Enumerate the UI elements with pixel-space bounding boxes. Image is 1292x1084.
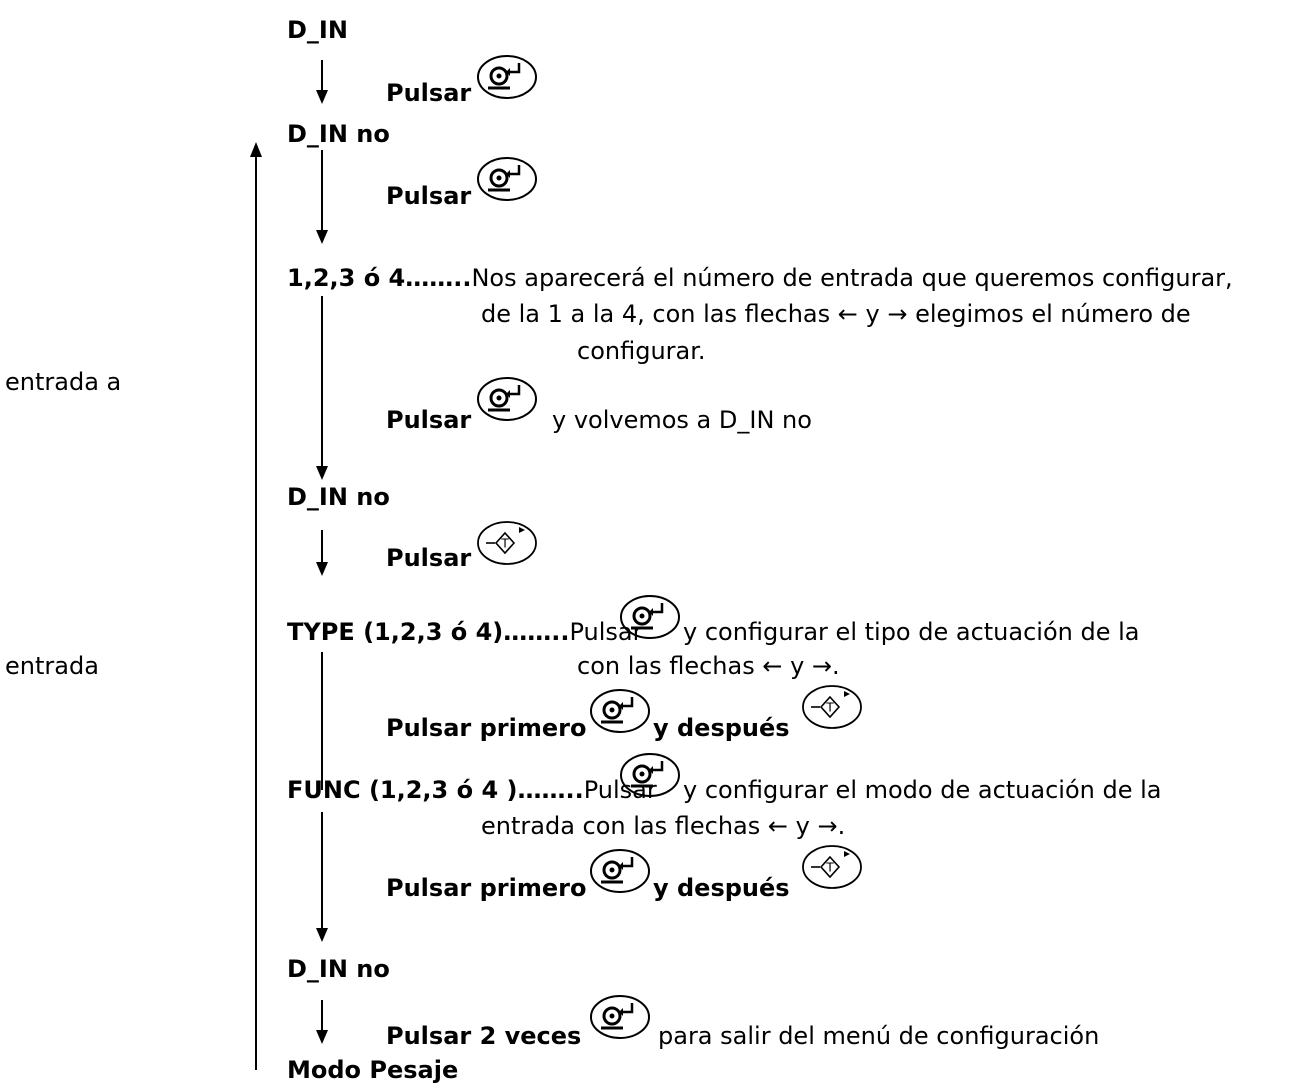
pulsar-label: Pulsar [386,406,472,434]
enter-key-icon [475,154,539,204]
step-numbers-row: 1,2,3 ó 4……..Nos aparecerá el número de … [287,266,1233,290]
enter-key-icon [475,52,539,102]
step-numbers-desc: Nos aparecerá el número de entrada que q… [471,264,1233,292]
up-arrow-head [250,142,262,157]
step-func-desc-2: entrada con las flechas ← y →. [481,812,846,840]
y-despues-label: y después [653,714,790,742]
step-type-desc: y configurar el tipo de actuación de la [683,618,1140,646]
pulsar-label: Pulsar [386,544,472,572]
step-numbers-label: 1,2,3 ó 4…….. [287,264,472,292]
side-label-entrada-a: entrada a [5,368,122,396]
step-d-in-no: D_IN no [287,955,390,983]
step-type-desc-2: con las flechas ← y →. [577,652,840,680]
step-func-desc: y configurar el modo de actuación de la [683,776,1162,804]
step-func-label: FUNC (1,2,3 ó 4 )…….. [287,776,584,804]
step-numbers-desc-3: configurar. [577,337,706,365]
enter-key-icon [588,686,652,736]
step-d-in-no: D_IN no [287,483,390,511]
enter-key-icon [618,592,682,642]
exit-menu-text: para salir del menú de configuración [658,1022,1100,1050]
tare-key-icon [475,518,539,568]
enter-key-icon [588,992,652,1042]
step-d-in: D_IN [287,16,348,44]
step-type-label: TYPE (1,2,3 ó 4)…….. [287,618,570,646]
step-numbers-desc-2: de la 1 a la 4, con las flechas ← y → el… [481,300,1191,328]
tare-key-icon [800,842,864,892]
enter-key-icon [618,750,682,800]
side-label-entrada: entrada [5,652,99,680]
step-modo-pesaje: Modo Pesaje [287,1056,459,1084]
pulsar-primero-label: Pulsar primero [386,714,587,742]
pulsar-label: Pulsar [386,182,472,210]
enter-key-icon [475,374,539,424]
enter-key-icon [588,846,652,896]
y-despues-label: y después [653,874,790,902]
return-to-d-in-no-text: y volvemos a D_IN no [552,406,812,434]
step-d-in-no: D_IN no [287,120,390,148]
pulsar-2-veces-label: Pulsar 2 veces [386,1022,582,1050]
step-type-row: TYPE (1,2,3 ó 4)……..Pulsar [287,620,643,644]
tare-key-icon [800,682,864,732]
pulsar-label: Pulsar [386,79,472,107]
pulsar-primero-label: Pulsar primero [386,874,587,902]
step-func-row: FUNC (1,2,3 ó 4 )……..Pulsar [287,778,657,802]
